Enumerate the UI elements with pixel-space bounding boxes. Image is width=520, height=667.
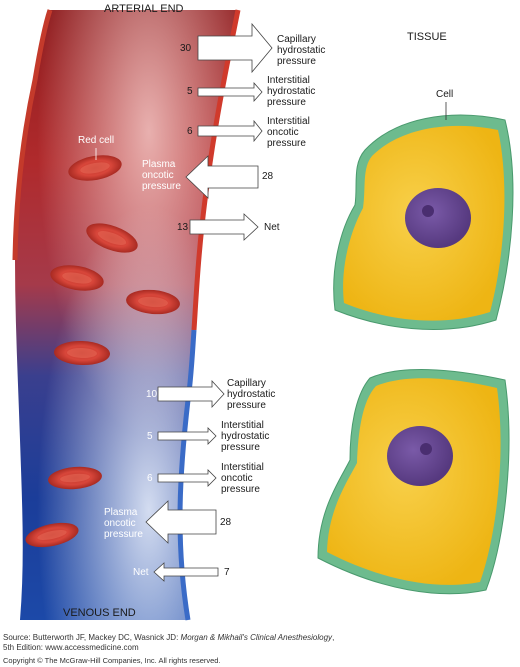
vessel-wall-right-venous [177, 329, 197, 621]
arterial-plasma-oncotic-value: 28 [262, 171, 274, 182]
venous-interstitial-hydrostatic-label: Interstitial hydrostatic pressure [221, 420, 270, 453]
arrow-interstitial-oncotic-venous [157, 469, 217, 487]
arrow-capillary-hydrostatic-arterial [197, 22, 273, 74]
arterial-end-label: ARTERIAL END [104, 3, 184, 15]
venous-capillary-hydrostatic-label: Capillary hydrostatic pressure [227, 378, 276, 411]
vessel-wall-left [12, 9, 53, 261]
venous-net-label: Net [133, 567, 149, 578]
source-title: Morgan & Mikhail's Clinical Anesthesiolo… [180, 633, 333, 642]
cell-label: Cell [436, 89, 454, 100]
source-line2: 5th Edition: www.accessmedicine.com [3, 643, 139, 652]
venous-capillary-hydrostatic-value: 10 [146, 389, 158, 400]
nucleolus-upper [422, 205, 434, 217]
copyright: Copyright © The McGraw-Hill Companies, I… [3, 656, 221, 665]
arrow-interstitial-hydrostatic-arterial [197, 81, 263, 103]
arterial-plasma-oncotic-label: Plasma oncotic pressure [142, 159, 181, 192]
venous-net-value: 7 [224, 567, 230, 578]
venous-interstitial-oncotic-value: 6 [147, 473, 153, 484]
red-cell-label: Red cell [78, 135, 115, 146]
tissue-label: TISSUE [407, 31, 447, 43]
venous-interstitial-hydrostatic-value: 5 [147, 431, 153, 442]
arrow-capillary-hydrostatic-venous [157, 379, 225, 409]
arrow-plasma-oncotic-arterial [185, 155, 259, 199]
nucleus-upper [405, 188, 471, 248]
arterial-interstitial-oncotic-value: 6 [187, 126, 193, 137]
venous-end-label: VENOUS END [63, 607, 136, 619]
arterial-interstitial-oncotic-label: Interstitial oncotic pressure [267, 116, 310, 149]
venous-plasma-oncotic-label: Plasma oncotic pressure [104, 507, 143, 540]
arrow-interstitial-hydrostatic-venous [157, 427, 217, 445]
venous-interstitial-oncotic-label: Interstitial oncotic pressure [221, 462, 264, 495]
nucleolus-lower [420, 443, 432, 455]
arrow-interstitial-oncotic-arterial [197, 119, 263, 143]
tissue-cell-lower [317, 369, 510, 595]
venous-arrows [145, 379, 225, 582]
arterial-net-value: 13 [177, 222, 189, 233]
arrow-net-arterial [189, 213, 259, 241]
arterial-interstitial-hydrostatic-value: 5 [187, 86, 193, 97]
arterial-capillary-hydrostatic-value: 30 [180, 43, 192, 54]
nucleus-lower [387, 426, 453, 486]
arrow-net-venous [153, 562, 219, 582]
red-blood-cells [25, 155, 180, 548]
source-prefix: Source: Butterworth JF, Mackey DC, Wasni… [3, 633, 181, 642]
arrow-plasma-oncotic-venous [145, 500, 217, 544]
arterial-net-label: Net [264, 222, 280, 233]
arterial-capillary-hydrostatic-label: Capillary hydrostatic pressure [277, 34, 326, 67]
arterial-interstitial-hydrostatic-label: Interstitial hydrostatic pressure [267, 75, 316, 108]
source-suffix: , [332, 633, 335, 642]
arterial-arrows [185, 22, 273, 241]
tissue-cell-upper [333, 114, 514, 330]
source-citation: Source: Butterworth JF, Mackey DC, Wasni… [3, 633, 334, 653]
venous-plasma-oncotic-value: 28 [220, 517, 232, 528]
